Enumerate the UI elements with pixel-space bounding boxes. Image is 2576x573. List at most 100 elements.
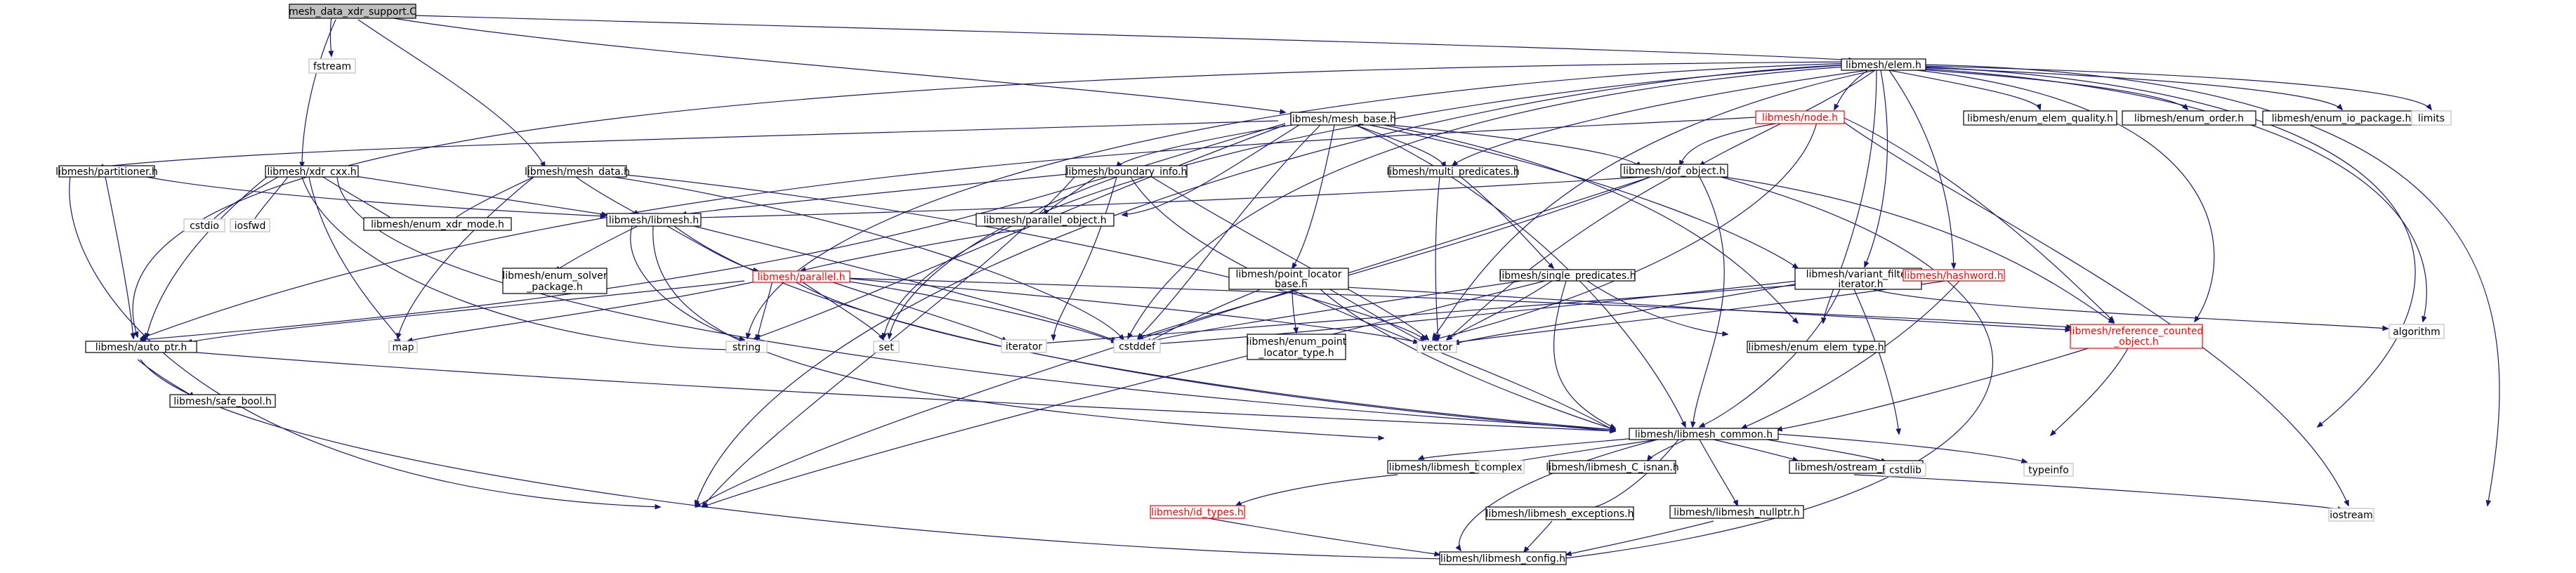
node-boundary-info[interactable]: libmesh/boundary_info.h: [1065, 165, 1188, 178]
edge-common-ostream: [1713, 439, 1798, 461]
node-label: libmesh/libmesh_C_isnan.h: [1546, 462, 1679, 473]
node-point-locator-base[interactable]: libmesh/point_locator _base.h: [1228, 268, 1349, 290]
edge-refcount-typeinfo: [2051, 348, 2129, 435]
node-label: libmesh/enum_xdr_mode.h: [371, 219, 504, 230]
node-label: libmesh/enum_solver: [502, 270, 607, 282]
edge-common-nullptr: [1699, 439, 1737, 506]
node-label: libmesh/enum_io_package.h: [2272, 113, 2412, 124]
node-algorithm[interactable]: algorithm: [2388, 324, 2445, 339]
edge-meshbase-pointlocator: [1292, 124, 1335, 268]
node-cstdlib[interactable]: cstdlib: [1884, 463, 1926, 477]
node-label: cstddef: [1119, 341, 1156, 353]
node-id-types[interactable]: libmesh/id_types.h: [1150, 505, 1245, 519]
node-enum-io-package[interactable]: libmesh/enum_io_package.h: [2262, 110, 2421, 126]
edge-pointloc-cstddef: [1146, 287, 1265, 343]
node-label: libmesh/hashword.h: [1904, 270, 2003, 282]
node-libmesh-exceptions[interactable]: libmesh/libmesh_exceptions.h: [1485, 506, 1634, 520]
node-limits[interactable]: limits: [2411, 110, 2452, 126]
node-map[interactable]: map: [388, 341, 418, 353]
node-label: _iterator.h: [1832, 279, 1883, 290]
node-multi-predicates[interactable]: libmesh/multi_predicates.h: [1386, 165, 1520, 178]
edge-common-base: [1419, 437, 1637, 459]
edge-parallel-common: [793, 280, 1615, 430]
node-mesh-base[interactable]: libmesh/mesh_base.h: [1289, 112, 1396, 126]
node-libmesh-nullptr[interactable]: libmesh/libmesh_nullptr.h: [1669, 505, 1804, 519]
node-enum-point-locator-type[interactable]: libmesh/enum_point _locator_type.h: [1247, 334, 1347, 360]
node-label: libmesh/enum_elem_quality.h: [1967, 113, 2113, 124]
node-enum-elem-type[interactable]: libmesh/enum_elem_type.h: [1747, 341, 1886, 353]
edge-elem-algorithm: [1915, 67, 2426, 322]
node-iosfwd[interactable]: iosfwd: [230, 218, 270, 232]
edge-xdr-autoptr: [146, 176, 268, 338]
edge-libmesh-parallel: [666, 225, 758, 271]
edge-boundary-libmesh: [681, 173, 1068, 215]
node-cstdio[interactable]: cstdio: [183, 218, 225, 232]
node-label: libmesh/libmesh_config.h: [1440, 553, 1565, 565]
node-fstream[interactable]: fstream: [308, 58, 356, 74]
edge-variant-algorithm: [1867, 287, 2388, 329]
node-libmesh-config[interactable]: libmesh/libmesh_config.h: [1439, 551, 1567, 565]
node-enum-solver-package[interactable]: libmesh/enum_solver _package.h: [502, 268, 607, 294]
edge-parallel-set: [800, 280, 883, 340]
node-mesh-data[interactable]: libmesh/mesh_data.h: [525, 165, 630, 178]
edge-meshdata-xdrmode: [449, 176, 534, 223]
node-iostream[interactable]: iostream: [2328, 508, 2374, 522]
node-safe-bool[interactable]: libmesh/safe_bool.h: [169, 394, 276, 408]
node-label: set: [879, 342, 894, 353]
node-parallel-object[interactable]: libmesh/parallel_object.h: [975, 213, 1115, 227]
node-label: libmesh/partitioner.h: [55, 166, 158, 178]
edge-common-cstdlib: [1741, 435, 1886, 462]
edge-dofobject-config: [1559, 176, 1994, 559]
edge-variant-cstdlib: [1853, 289, 1899, 434]
node-label: libmesh/elem.h: [1846, 60, 1921, 71]
edge-dofobject-vector: [1447, 176, 1672, 340]
edge-meshdata-libmesh: [575, 176, 639, 215]
edge-libmesh-enumsolver: [555, 225, 638, 271]
node-label: libmesh/libmesh_nullptr.h: [1674, 507, 1800, 518]
node-label: libmesh/libmesh_base.h: [1389, 462, 1508, 473]
node-xdr-cxx[interactable]: libmesh/xdr_cxx.h: [265, 165, 359, 178]
node-cstddef[interactable]: cstddef: [1113, 339, 1161, 353]
node-label: _package.h: [526, 282, 582, 293]
edge-partitioner-libmesh: [138, 175, 605, 216]
node-vector[interactable]: vector: [1417, 341, 1457, 353]
edge-exceptions-config: [1524, 520, 1553, 552]
node-libmesh-c-isnan[interactable]: libmesh/libmesh_C_isnan.h: [1546, 460, 1679, 474]
edge-meshbase-autoptr: [140, 123, 1286, 340]
node-string[interactable]: string: [725, 341, 768, 353]
node-iterator[interactable]: iterator: [1001, 339, 1047, 353]
node-partitioner[interactable]: libmesh/partitioner.h: [55, 165, 158, 178]
node-elem-h[interactable]: libmesh/elem.h: [1841, 58, 1926, 71]
node-label: _locator_type.h: [1258, 348, 1334, 359]
node-enum-xdr-mode[interactable]: libmesh/enum_xdr_mode.h: [363, 217, 512, 231]
node-parallel-h[interactable]: libmesh/parallel.h: [752, 270, 850, 283]
node-label: iterator: [1006, 341, 1042, 353]
node-auto-ptr[interactable]: libmesh/auto_ptr.h: [85, 341, 197, 353]
node-enum-order[interactable]: libmesh/enum_order.h: [2122, 110, 2256, 126]
node-root-file[interactable]: mesh_data_xdr_support.C: [289, 4, 416, 19]
node-libmesh-h[interactable]: libmesh/libmesh.h: [606, 213, 702, 227]
edge-common-config: [1459, 439, 1658, 551]
node-typeinfo[interactable]: typeinfo: [2023, 463, 2074, 477]
node-dof-object[interactable]: libmesh/dof_object.h: [1620, 164, 1728, 178]
node-label: libmesh/variant_filter: [1806, 269, 1911, 280]
node-label: libmesh/boundary_info.h: [1066, 166, 1188, 178]
edge-elem-quality: [1888, 70, 2040, 110]
edge-elem-elemtype: [1823, 70, 1877, 323]
edge-node-vector: [1433, 119, 1818, 340]
edge-meshbase-cstddef: [1138, 124, 1321, 338]
edge-base-idtypes: [1236, 474, 1398, 506]
node-libmesh-common[interactable]: libmesh/libmesh_common.h: [1629, 428, 1779, 440]
node-single-predicates[interactable]: libmesh/single_predicates.h: [1499, 269, 1636, 282]
edge-parallel-vector: [842, 277, 1419, 343]
node-hashword[interactable]: libmesh/hashword.h: [1903, 269, 2005, 282]
edge-elem-vector: [1433, 70, 1876, 338]
node-set[interactable]: set: [873, 341, 900, 353]
node-label: string: [732, 342, 761, 353]
node-node-h[interactable]: libmesh/node.h: [1755, 110, 1845, 124]
node-variant-filter-iterator[interactable]: libmesh/variant_filter _iterator.h: [1794, 268, 1922, 290]
node-enum-elem-quality[interactable]: libmesh/enum_elem_quality.h: [1963, 110, 2117, 126]
node-complex[interactable]: complex: [1478, 460, 1525, 474]
node-reference-counted-object[interactable]: libmesh/reference_counted _object.h: [2070, 324, 2204, 349]
edge-refcount-common: [1777, 346, 2094, 430]
